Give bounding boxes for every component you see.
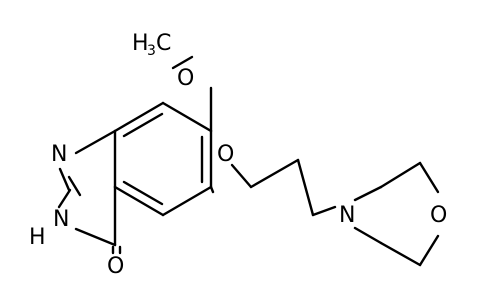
ring-nitrogen-n1-label: N: [51, 142, 67, 167]
ring-nitrogen-n3-label: N: [53, 207, 69, 232]
ring-nitrogen-n3-hydrogen-label: H: [29, 225, 46, 250]
bond: [230, 163, 253, 189]
bond: [57, 188, 72, 209]
bond: [113, 101, 165, 133]
methyl-group-label: H 3 C: [132, 31, 171, 59]
bond: [58, 167, 71, 192]
bond: [161, 185, 213, 217]
bond: [122, 180, 164, 206]
methoxy-oxygen-label: O: [177, 66, 194, 91]
bond: [379, 241, 422, 267]
morpholine-nitrogen-label: N: [339, 203, 355, 228]
ether-oxygen-label: O: [217, 142, 234, 167]
bond: [209, 185, 215, 194]
bond: [171, 55, 194, 70]
methyl-h-label: H: [132, 31, 149, 56]
morpholine-oxygen-label: O: [430, 203, 447, 228]
bond: [379, 161, 422, 189]
carbonyl-oxygen-label: O: [107, 254, 124, 279]
bond: [113, 185, 165, 217]
bond: [74, 227, 117, 247]
bond: [161, 101, 213, 133]
bond: [249, 158, 300, 189]
bond: [122, 112, 164, 138]
bond: [418, 234, 440, 267]
bond: [353, 226, 383, 245]
bond: [353, 185, 383, 202]
methyl-c-label: C: [156, 31, 171, 56]
bond: [296, 158, 315, 217]
bond: [311, 205, 337, 217]
bond: [67, 175, 82, 197]
bond: [418, 161, 440, 194]
bond: [74, 129, 117, 155]
methyl-subscript: 3: [147, 43, 156, 59]
